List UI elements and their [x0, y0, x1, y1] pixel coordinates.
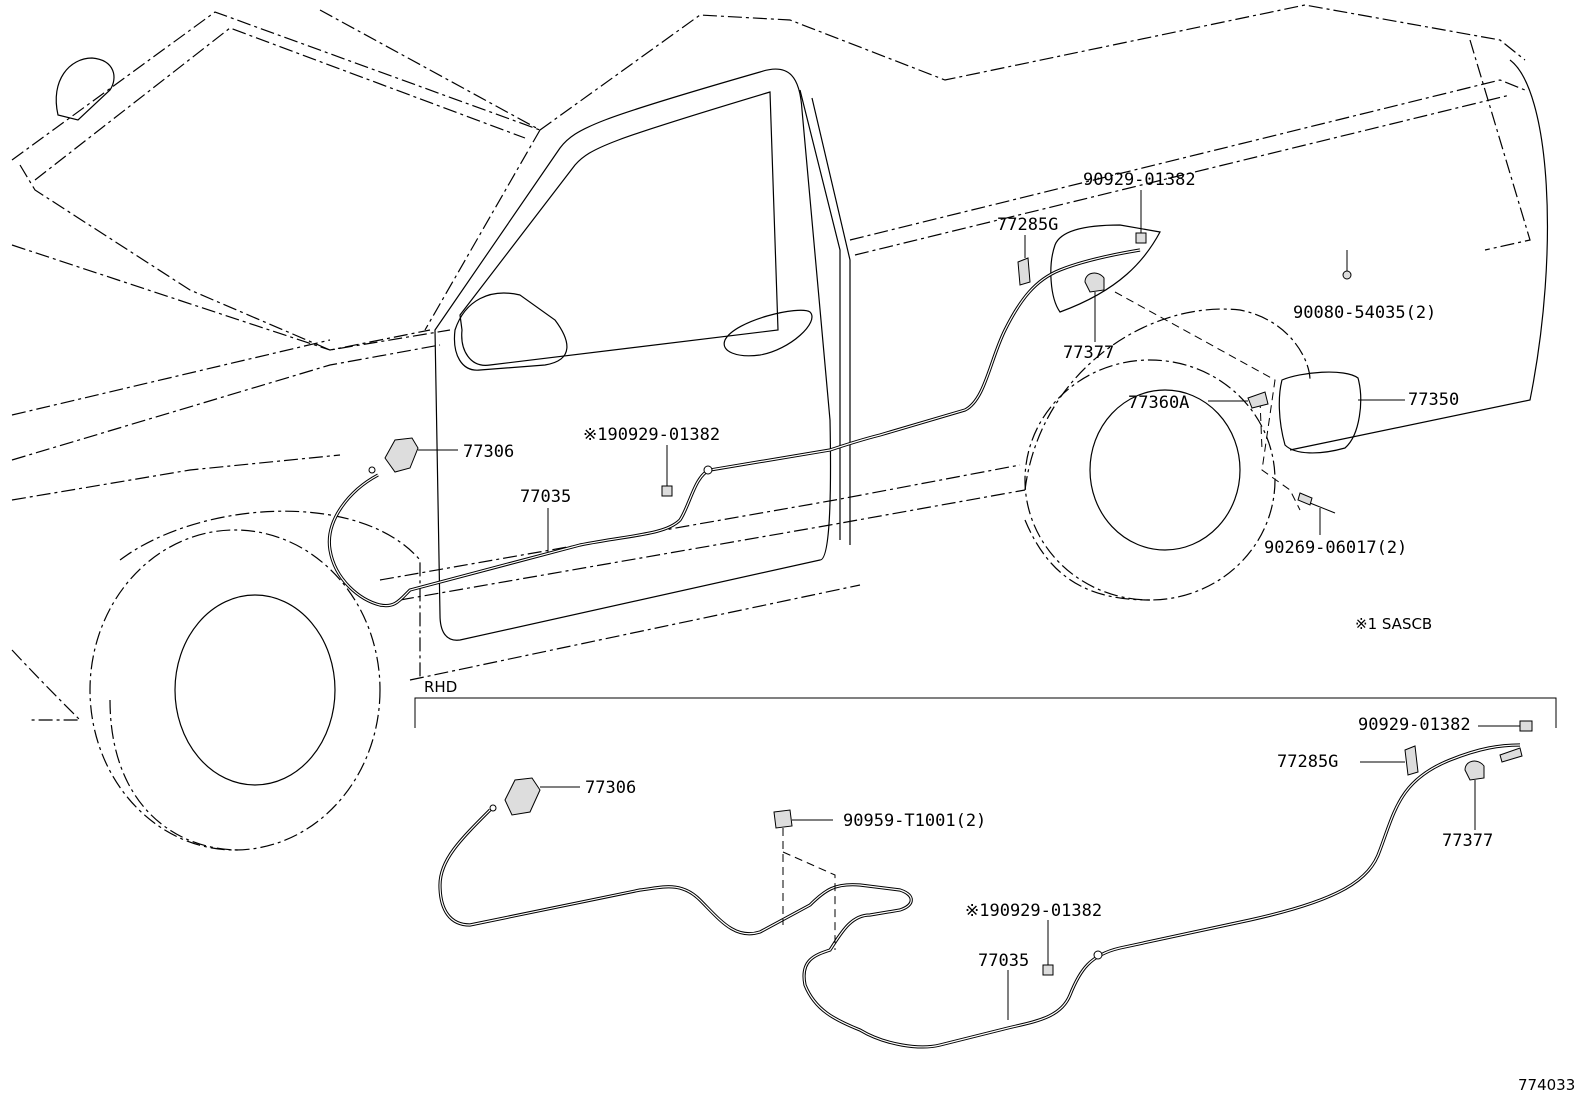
footnote-sascb: ※1 SASCB	[1355, 615, 1432, 633]
vehicle-outline	[11, 4, 1549, 851]
label-77306: 77306	[463, 442, 514, 462]
cable-end-icon	[1499, 747, 1523, 763]
label-77035-rhd: 77035	[978, 951, 1029, 971]
cushion-icon	[1342, 270, 1352, 280]
clip-icon	[1135, 232, 1147, 244]
fuel-lid-opener-lever-icon	[504, 777, 541, 816]
clip-icon	[661, 485, 673, 497]
label-77285g: 77285G	[997, 215, 1058, 235]
label-77377-rhd: 77377	[1442, 831, 1493, 851]
cable-clip-icon	[773, 809, 793, 829]
fuel-lid-lock-icon	[1084, 272, 1105, 293]
cable-clamp-icon	[1017, 257, 1031, 286]
label-90080-54035: 90080-54035(2)	[1293, 303, 1436, 323]
fuel-lid-hinge-icon	[1247, 391, 1269, 409]
cable-end-icon	[368, 466, 376, 474]
label-77350: 77350	[1408, 390, 1459, 410]
label-77035: 77035	[520, 487, 571, 507]
grommet-icon	[703, 465, 713, 475]
label-77360a: 77360A	[1128, 393, 1189, 413]
label-77285g-rhd: 77285G	[1277, 752, 1338, 772]
clip-icon	[1042, 964, 1054, 976]
fuel-lid-cable-rhd	[438, 743, 1521, 1049]
screw-icon	[1297, 492, 1313, 506]
fuel-lid-opener-lever-icon	[384, 437, 419, 473]
cable-end-icon	[489, 804, 497, 812]
label-90959-t1001: 90959-T1001(2)	[843, 811, 986, 831]
label-90929-01382-rhd: 90929-01382	[1358, 715, 1471, 735]
rhd-bracket	[414, 697, 1557, 728]
figure-number: 774033	[1518, 1076, 1575, 1094]
label-90929-01382-sascb-rhd: ※190929-01382	[965, 901, 1102, 921]
fuel-lid-cable-top	[327, 248, 1141, 608]
label-77377: 77377	[1063, 343, 1114, 363]
label-90929-01382-sascb: ※190929-01382	[583, 425, 720, 445]
cable-clamp-icon	[1404, 745, 1419, 776]
section-label-rhd: RHD	[424, 678, 457, 696]
clip-icon	[1519, 720, 1533, 732]
fuel-lid-lock-icon	[1464, 760, 1485, 781]
fuel-lid-icon	[1278, 371, 1362, 454]
label-90269-06017: 90269-06017(2)	[1264, 538, 1407, 558]
grommet-icon	[1093, 950, 1103, 960]
label-90929-01382: 90929-01382	[1083, 170, 1196, 190]
label-77306-rhd: 77306	[585, 778, 636, 798]
